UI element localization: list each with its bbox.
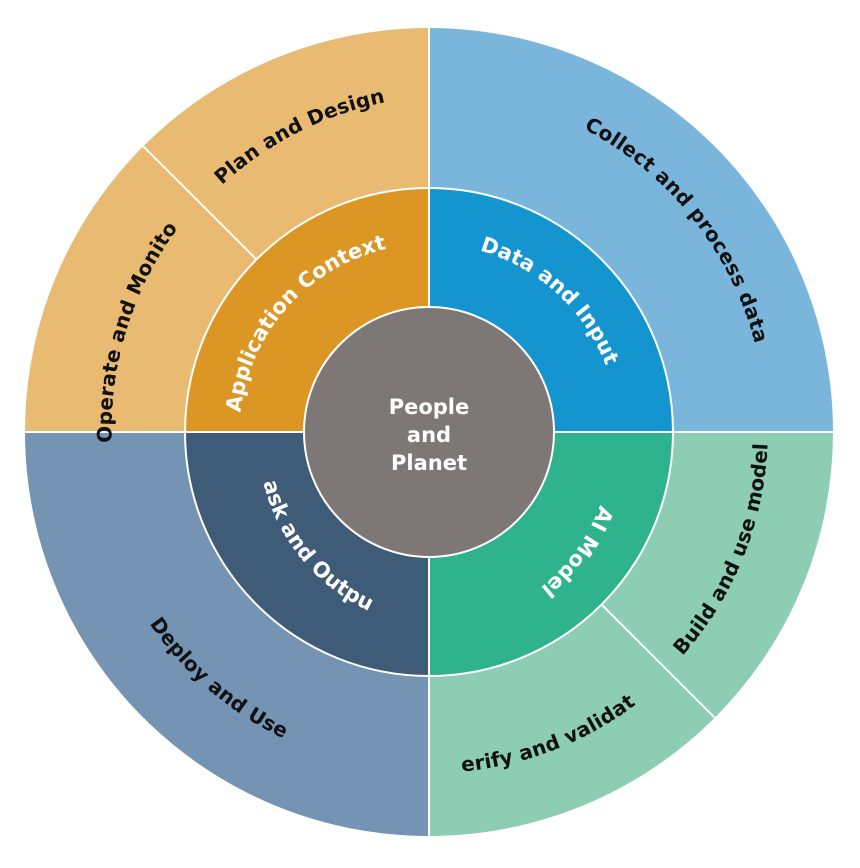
divider-outer-lower-right — [600, 603, 716, 719]
center-line-2: and — [407, 423, 451, 447]
center-line-3: Planet — [391, 451, 467, 475]
divider-ring-boundary — [184, 187, 674, 677]
center-line-1: People — [389, 395, 470, 419]
center-label: People and Planet — [389, 395, 470, 475]
center-circle[interactable] — [303, 306, 555, 558]
divider-outer-upper-left — [142, 145, 258, 261]
